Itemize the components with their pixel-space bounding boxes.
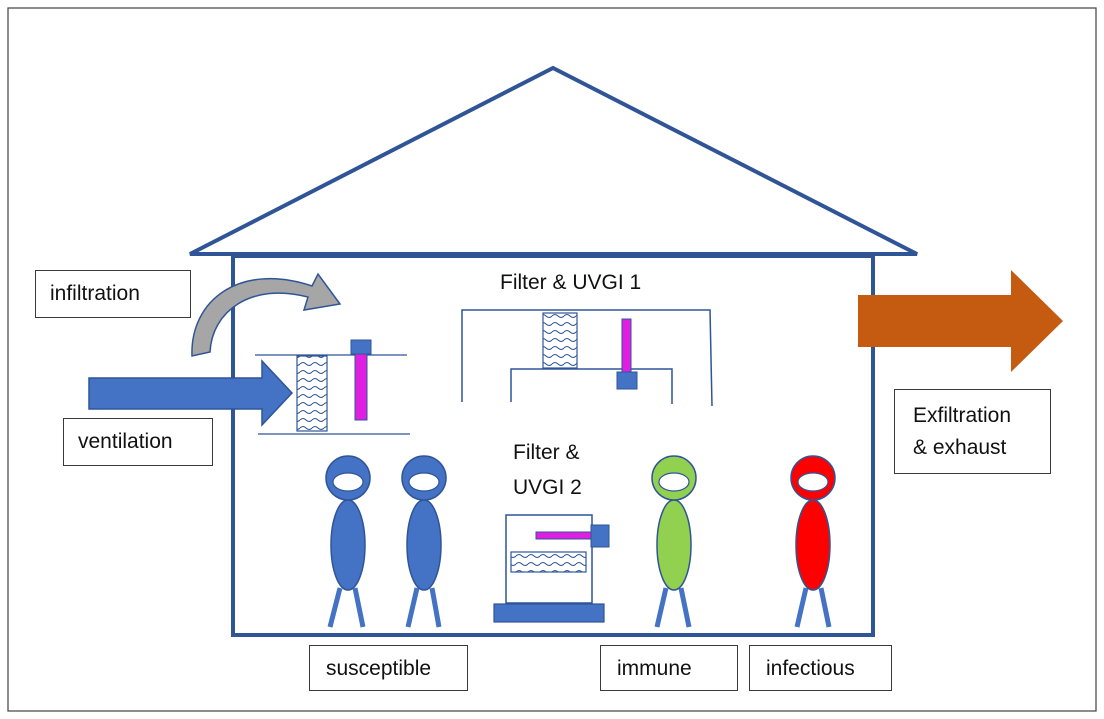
exfiltration-exhaust-label: Exfiltration & exhaust — [894, 389, 1051, 474]
inlet-uv-lamp-cap — [350, 339, 372, 355]
filter-uvgi-2-label-line1: Filter & — [513, 441, 580, 464]
ceiling-uv-lamp-cap — [616, 371, 638, 390]
portable-filter — [510, 551, 587, 573]
figure-frame — [7, 7, 1097, 712]
infiltration-label: infiltration — [35, 270, 191, 318]
exfiltration-label-line1: Exfiltration — [913, 404, 1012, 427]
person-susceptible-1 — [325, 455, 371, 628]
filter-uvgi-2-label-line2: UVGI 2 — [513, 476, 582, 499]
inlet-uv-lamp — [354, 353, 368, 421]
ventilation-arrow — [88, 359, 294, 427]
ceiling-filter — [542, 312, 578, 369]
inlet-filter — [296, 355, 328, 432]
portable-filter-uv-unit — [493, 514, 610, 623]
portable-uv-lamp-cap — [590, 524, 610, 548]
susceptible-label: susceptible — [309, 645, 468, 691]
ventilation-label: ventilation — [63, 418, 213, 466]
filter-uvgi-1-label: Filter & UVGI 1 — [500, 271, 642, 294]
infectious-label: infectious — [749, 645, 892, 691]
infiltration-arrow — [191, 272, 342, 357]
ceiling-uv-lamp — [621, 318, 632, 374]
inlet-filter-uv-unit — [255, 339, 410, 435]
immune-label: immune — [600, 645, 738, 691]
exfiltration-label-line2: & exhaust — [913, 436, 1007, 459]
ceiling-filter-uv-unit — [461, 309, 713, 407]
person-immune — [651, 455, 697, 628]
exhaust-arrow — [858, 270, 1063, 372]
house-roof — [189, 65, 918, 256]
house-walls — [231, 254, 875, 637]
person-susceptible-2 — [401, 455, 447, 628]
person-infectious — [790, 455, 836, 628]
portable-uv-lamp — [535, 531, 593, 540]
